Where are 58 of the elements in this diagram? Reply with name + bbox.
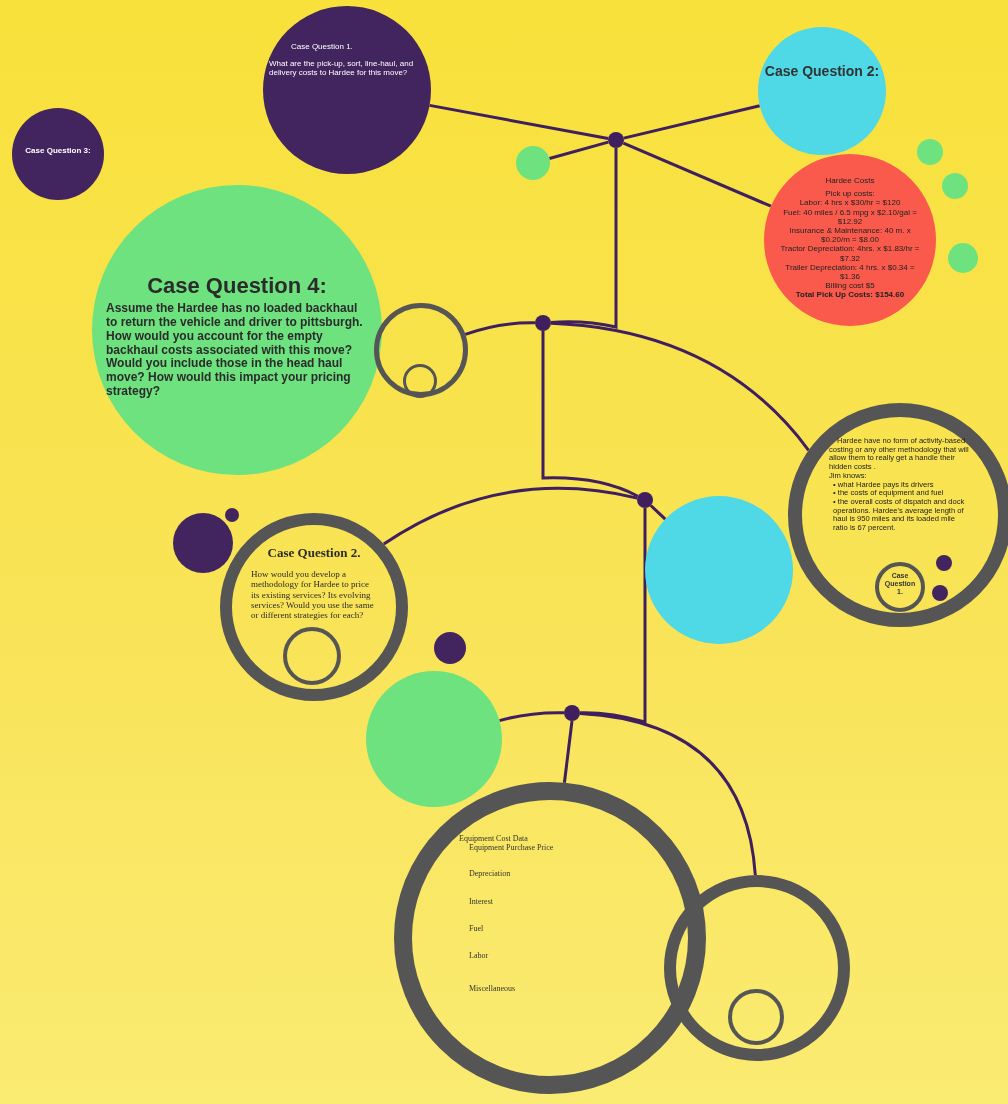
subheading: Pick up costs: (824, 189, 876, 199)
question-text: How would you develop a methodology for Hardee to price its existing services? Its evolving services? Would you use the same or different strategies for each? (251, 568, 375, 621)
ring-frame (664, 875, 850, 1061)
connector-line (579, 711, 757, 876)
subheading: Miscellaneous (469, 984, 517, 994)
heading: Case Question 1. (291, 42, 354, 52)
hub-dot (535, 315, 551, 331)
subheading: Interest (469, 896, 494, 906)
heading: Equipment Cost Data (459, 834, 529, 844)
small-circle (434, 632, 466, 664)
connector-line (464, 321, 535, 336)
ring-frame (283, 627, 341, 685)
small-circle (942, 173, 968, 199)
heading: Case Question 3: (24, 146, 92, 156)
connector-line (622, 141, 772, 208)
connector-line (429, 103, 609, 140)
ring-frame (875, 562, 925, 612)
subheading: Fuel (469, 923, 485, 933)
question-text: What are the pick-up, sort, line-haul, and delivery costs to Hardee for this move? (269, 59, 415, 78)
small-circle (225, 508, 239, 522)
heading: Hardee Costs (824, 176, 876, 186)
connector-line (499, 711, 565, 723)
subheading: Equipment Purchase Price (469, 843, 555, 853)
connector-line (562, 720, 574, 783)
cost-line: Fuel: 40 miles / 6.5 mpg x $2.10/gal = $12.92 (782, 207, 918, 226)
small-circle (948, 243, 978, 273)
connector-line (383, 487, 638, 546)
heading: Case Question 2: (763, 63, 881, 80)
hub-dot (564, 705, 580, 721)
ring-frame (728, 989, 784, 1045)
question-text: Assume the Hardee has no loaded backhaul to return the vehicle and driver to pittsburgh. How would you account for the empty backhaul costs associated with this move? Would you include those in the head haul move? How would this impact your pricing strategy? (106, 302, 364, 399)
hub-dot (637, 492, 653, 508)
subheading: Labor (469, 950, 490, 961)
cost-line: Billing cost $5 (824, 281, 876, 291)
heading: Case Question 4: (146, 273, 328, 299)
connector-line (649, 504, 667, 521)
connector-line (623, 104, 761, 140)
small-circle (516, 146, 550, 180)
connector-line (549, 140, 609, 160)
connector-line (550, 321, 810, 452)
cost-line: Trailer Depreciation: 4 hrs. x $0.34 = $1.36 (784, 262, 916, 282)
ring-frame (403, 364, 437, 398)
small-circle (917, 139, 943, 165)
small-circle (932, 585, 948, 601)
connector-line (541, 331, 639, 498)
ring-frame (374, 303, 468, 397)
small-circle (936, 555, 952, 571)
ring-frame (394, 782, 706, 1094)
hub-dot (608, 132, 624, 148)
cost-line: Total Pick Up Costs: $154.60 (794, 290, 906, 300)
cost-line: Labor: 4 hrs x $30/hr = $120 (798, 198, 902, 208)
connector-line (550, 148, 618, 329)
heading: Case Question 2. (266, 546, 362, 561)
connector-line (580, 508, 647, 724)
cost-line: Insurance & Maintenance: 40 m. x $0.20/m = $8.00 (788, 225, 912, 245)
note-circle (173, 513, 233, 573)
cost-line: Tractor Depreciation: 4hrs. x $1.83/hr = $7.32 (779, 244, 921, 263)
subheading: Depreciation (469, 869, 512, 879)
